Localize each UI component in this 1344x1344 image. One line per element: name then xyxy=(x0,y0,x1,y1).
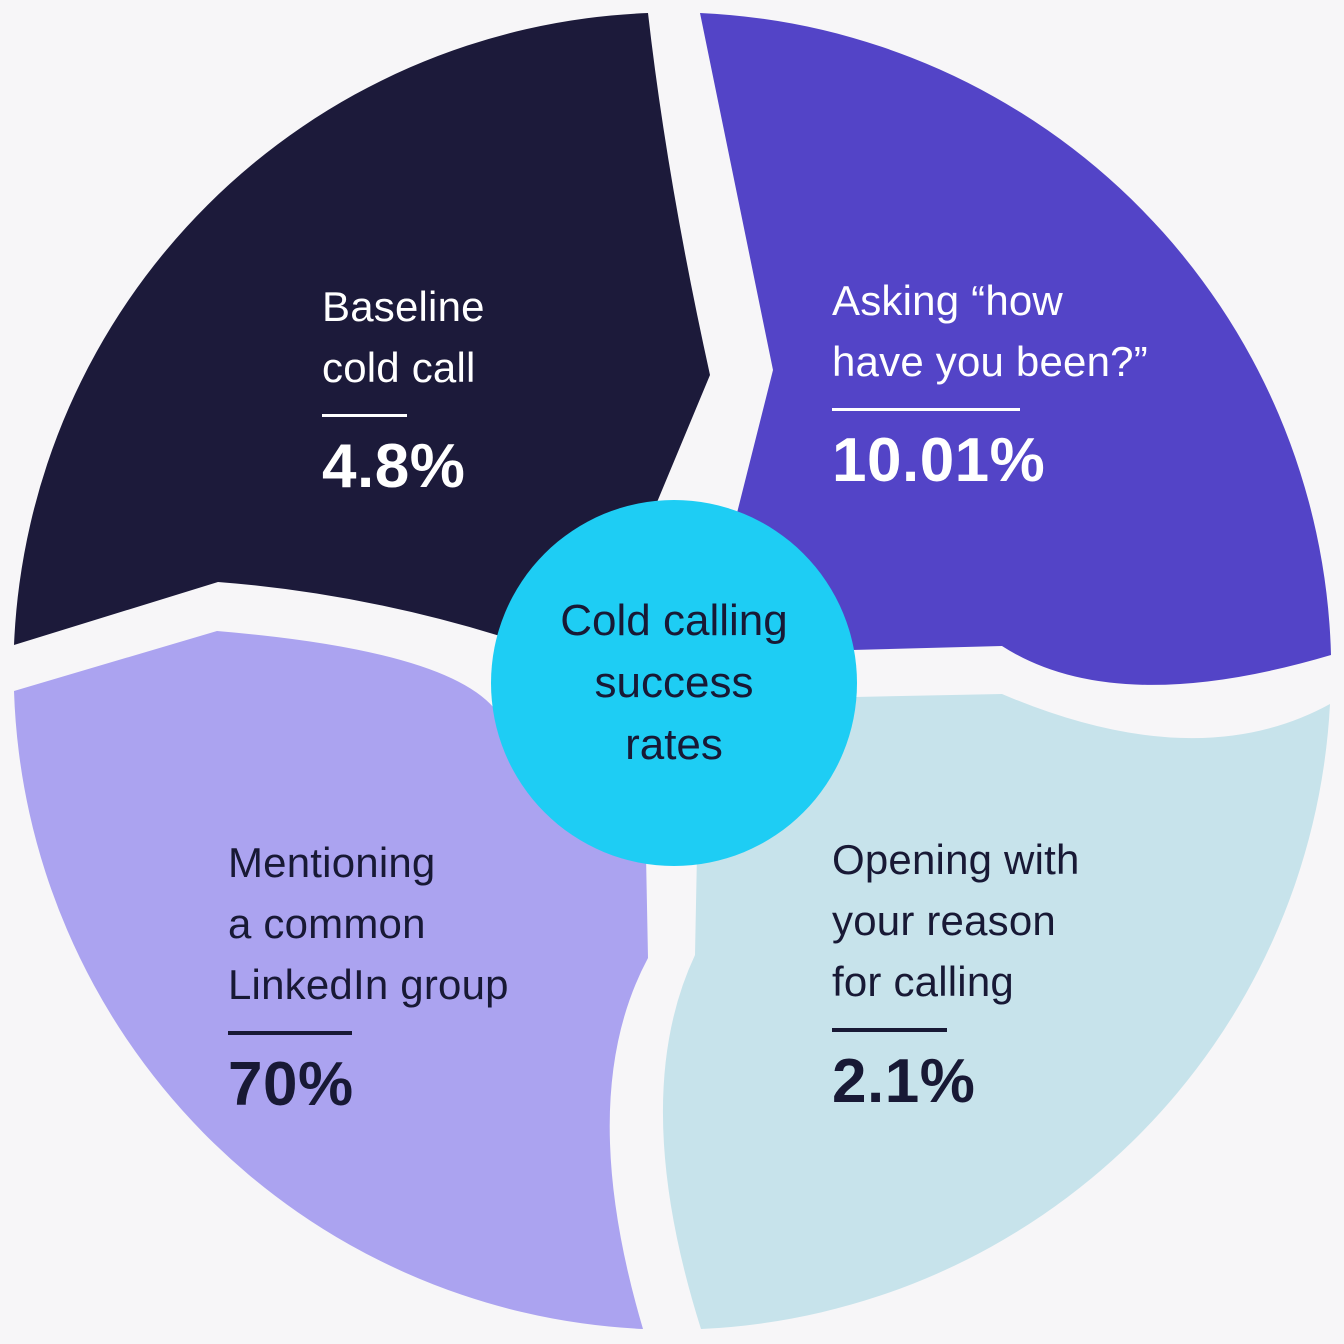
center-circle xyxy=(491,500,857,866)
segment-shape-mentioning-common-linkedin-group xyxy=(14,631,648,1329)
segment-label: Baseline cold call xyxy=(322,283,485,391)
divider-line xyxy=(322,414,407,417)
chart-title: Cold calling success rates xyxy=(560,596,788,769)
segment-label: Asking “how have you been?” xyxy=(832,277,1148,385)
segment-label: Mentioning a common LinkedIn group xyxy=(228,839,509,1008)
divider-line xyxy=(832,1028,947,1032)
segment-shape-asking-how-have-you-been xyxy=(700,13,1331,685)
divider-line xyxy=(832,408,1020,411)
segment-shape-opening-with-reason xyxy=(662,694,1330,1329)
segment-block-mentioning-common-linkedin-group: Mentioning a common LinkedIn group 70% xyxy=(228,832,509,1120)
segment-block-asking-how-have-you-been: Asking “how have you been?” 10.01% xyxy=(832,270,1148,496)
divider-line xyxy=(228,1031,352,1035)
segment-label: Opening with your reason for calling xyxy=(832,836,1080,1005)
segment-block-baseline-cold-call: Baseline cold call 4.8% xyxy=(322,276,485,502)
segment-block-opening-with-reason: Opening with your reason for calling 2.1… xyxy=(832,829,1080,1117)
segment-value: 10.01% xyxy=(832,426,1046,495)
segment-value: 4.8% xyxy=(322,432,466,501)
segment-shape-baseline-cold-call xyxy=(14,13,710,645)
segment-value: 70% xyxy=(228,1050,354,1119)
segment-value: 2.1% xyxy=(832,1047,976,1116)
